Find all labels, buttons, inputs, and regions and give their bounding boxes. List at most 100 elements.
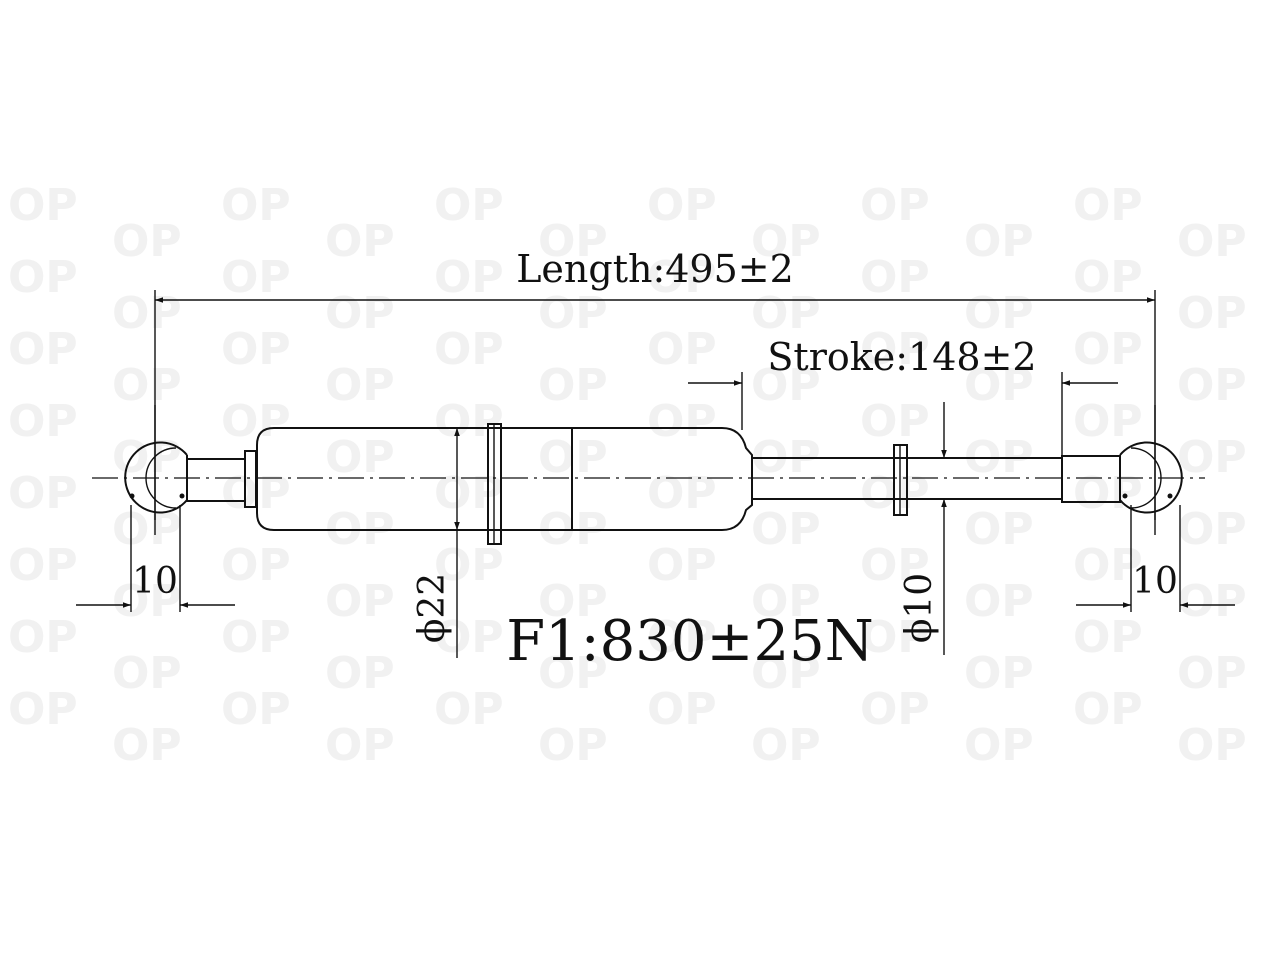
watermark-text: OP [112, 216, 182, 267]
watermark-text: OP [1073, 468, 1143, 519]
watermark-text: OP [112, 576, 182, 627]
watermark-text: OP [964, 648, 1034, 699]
watermark-text: OP [325, 216, 395, 267]
watermark-text: OP [8, 540, 78, 591]
watermark-text: OP [325, 432, 395, 483]
watermark-text: OP [647, 684, 717, 735]
watermark-text: OP [538, 288, 608, 339]
watermark-text: OP [860, 684, 930, 735]
watermark-text: OP [325, 288, 395, 339]
watermark-text: OP [860, 396, 930, 447]
watermark-text: OP [1073, 612, 1143, 663]
watermark-text: OP [1073, 252, 1143, 303]
watermark-text: OP [325, 360, 395, 411]
watermark-text: OP [751, 576, 821, 627]
stroke-dimension [688, 372, 1118, 458]
watermark-text: OP [751, 648, 821, 699]
watermark-text: OP [8, 252, 78, 303]
watermark-text: OP [8, 612, 78, 663]
watermark-text: OP [434, 684, 504, 735]
watermark-text: OP [221, 540, 291, 591]
watermark-text: OP [647, 396, 717, 447]
watermark-text: OP [1073, 180, 1143, 231]
watermark-text: OP [647, 468, 717, 519]
watermark-text: OP [1177, 504, 1247, 555]
watermark-text: OP [647, 324, 717, 375]
cylinder-diameter-label: ϕ22 [412, 573, 453, 643]
right-end-dimension [1076, 405, 1235, 612]
watermark-text: OP [434, 252, 504, 303]
rod-diameter-label: ϕ10 [899, 573, 940, 643]
watermark-text: OP [538, 648, 608, 699]
watermark-text: OP [1177, 216, 1247, 267]
watermark-text: OP [1073, 684, 1143, 735]
watermark-text: OP [964, 504, 1034, 555]
watermark-text: OP [751, 720, 821, 771]
right-end-label: 10 [1132, 561, 1178, 602]
watermark-text: OP [1073, 324, 1143, 375]
watermark-text: OP [1177, 360, 1247, 411]
watermark-text: OP [964, 576, 1034, 627]
watermark-text: OP [1177, 576, 1247, 627]
rod-ring [893, 444, 908, 516]
watermark-text: OP [8, 180, 78, 231]
right-ball-socket [1119, 441, 1183, 514]
watermark-text: OP [8, 684, 78, 735]
watermark-text: OP [1177, 648, 1247, 699]
cylinder-ring [487, 423, 502, 545]
watermark-text: OP [860, 252, 930, 303]
watermark-text: OP [8, 324, 78, 375]
watermark-text: OP [647, 540, 717, 591]
watermark-text: OP [538, 216, 608, 267]
watermark-text: OP [860, 180, 930, 231]
watermark-text: OP [8, 468, 78, 519]
watermark-text: OP [751, 360, 821, 411]
watermark-text: OP [325, 720, 395, 771]
watermark-text: OP [751, 288, 821, 339]
force-label: F1:830±25N [506, 609, 873, 674]
watermark-text: OP [647, 612, 717, 663]
watermark-text: OP [860, 540, 930, 591]
watermark-text: OP [221, 612, 291, 663]
watermark-text: OP [860, 324, 930, 375]
watermark-text: OP [221, 684, 291, 735]
watermark-text: OP [8, 396, 78, 447]
watermark-text: OP [434, 180, 504, 231]
watermark-text: OP [964, 288, 1034, 339]
watermark-text: OP [964, 216, 1034, 267]
watermark-text: OP [434, 612, 504, 663]
watermark-text: OP [647, 180, 717, 231]
watermark-text: OP [221, 324, 291, 375]
watermark-text: OP [112, 432, 182, 483]
watermark-text: OP [325, 576, 395, 627]
watermark-text: OP [751, 216, 821, 267]
watermark-text: OP [112, 648, 182, 699]
watermark-text: OP [751, 504, 821, 555]
left-end-dimension [76, 405, 235, 612]
watermark-text: OP [538, 720, 608, 771]
cylinder-body [256, 427, 753, 531]
watermark-text: OP [112, 360, 182, 411]
stroke-label: Stroke:148±2 [767, 335, 1036, 379]
watermark-text: OP [221, 252, 291, 303]
watermark-text: OP [538, 360, 608, 411]
watermark-text: OP [860, 612, 930, 663]
watermark-text: OP [325, 648, 395, 699]
watermark-text: OP [434, 468, 504, 519]
watermark-text: OP [1177, 288, 1247, 339]
watermark-text: OP [434, 540, 504, 591]
watermark-text: OP [434, 396, 504, 447]
watermark-text: OP [1073, 396, 1143, 447]
watermark-text: OP [112, 288, 182, 339]
watermark-text: OP [1177, 432, 1247, 483]
watermark-text: OP [221, 396, 291, 447]
watermark-text: OP [964, 720, 1034, 771]
watermark-text: OP [221, 180, 291, 231]
watermark-text: OP [538, 576, 608, 627]
length-label: Length:495±2 [516, 247, 794, 291]
left-end-label: 10 [132, 561, 178, 602]
watermark-text: OP [1177, 720, 1247, 771]
watermark-text: OP [647, 252, 717, 303]
watermark-text: OP [112, 504, 182, 555]
